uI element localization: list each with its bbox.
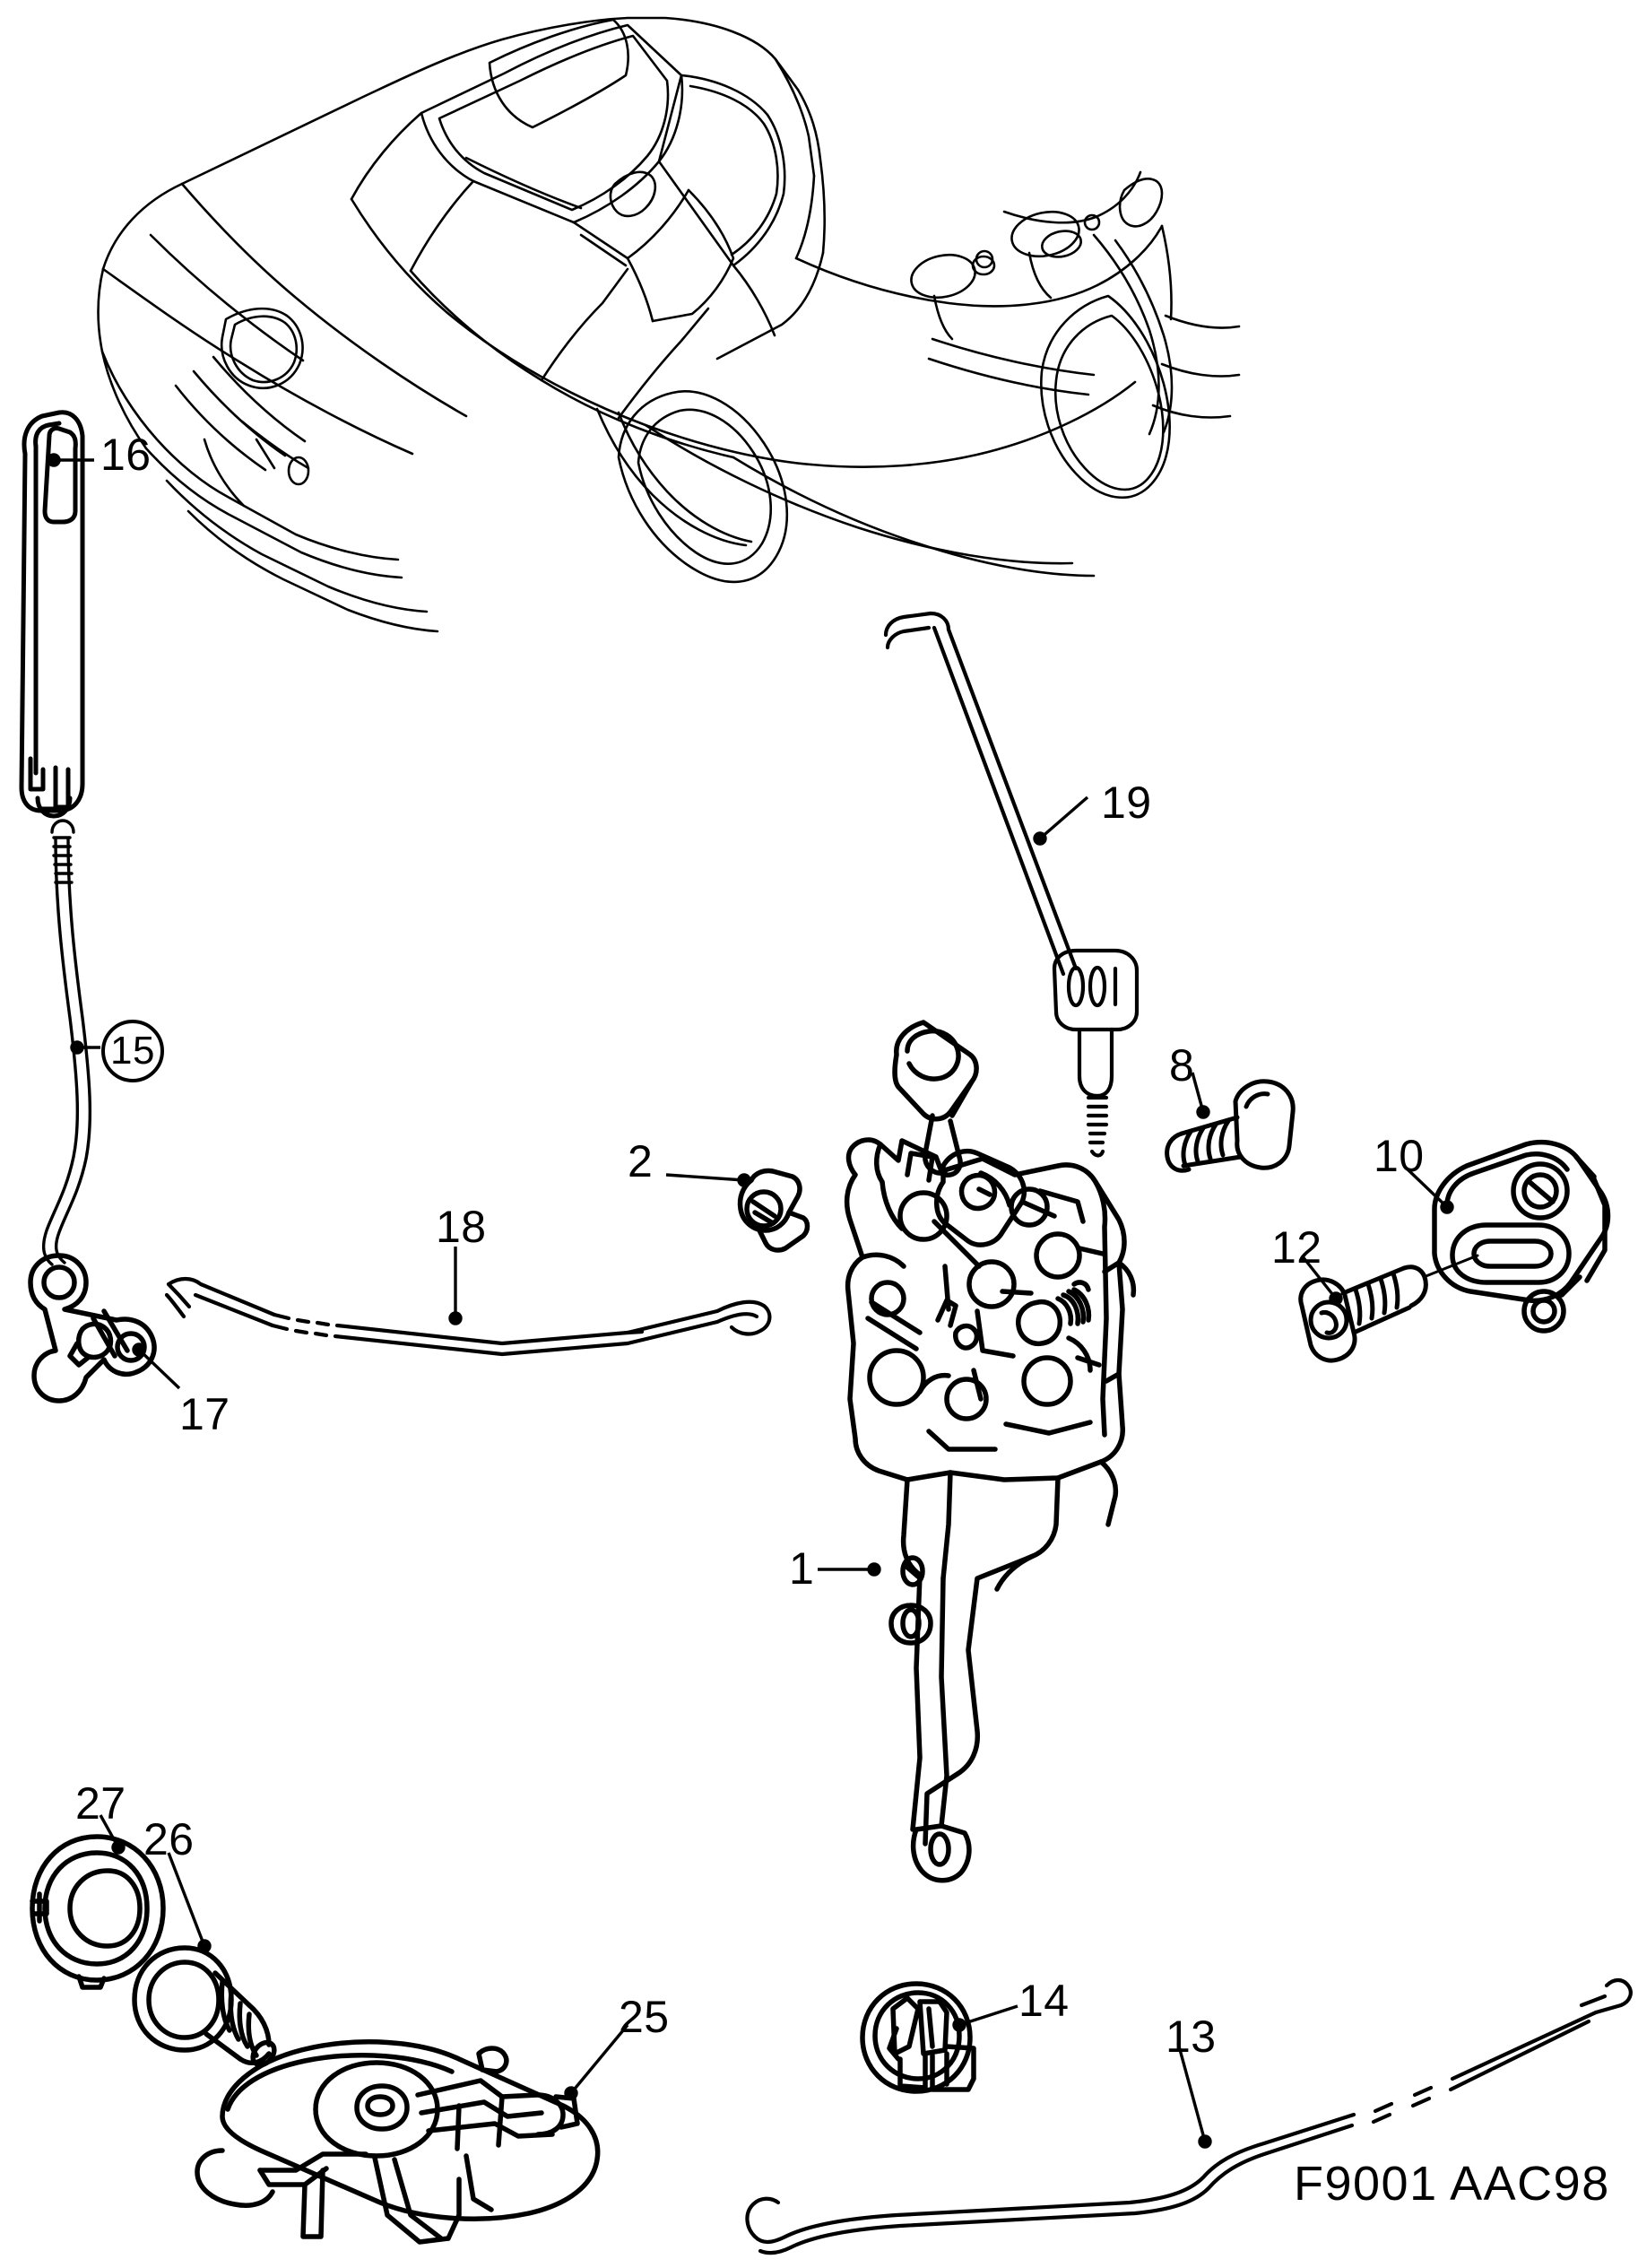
leader-line-17 xyxy=(132,1343,181,1390)
callout-14[interactable]: 14 xyxy=(1018,1976,1070,2026)
part-27-bezel-ring xyxy=(30,1834,166,1990)
leader-line-8 xyxy=(1191,1072,1210,1119)
part-18-handle-rod xyxy=(164,1276,772,1357)
leader-line-15 xyxy=(70,1040,100,1055)
callout-15[interactable]: 15 xyxy=(101,1020,164,1082)
part-17-bellcrank-lever xyxy=(28,1253,157,1403)
callout-1[interactable]: 1 xyxy=(789,1543,815,1594)
callout-19[interactable]: 19 xyxy=(1101,778,1152,828)
part-19-upper-lock-rod xyxy=(883,611,1140,1158)
leader-line-27 xyxy=(99,1814,126,1855)
leader-line-26 xyxy=(167,1852,212,1953)
part-14-rod-bushing-clip xyxy=(860,1981,976,2094)
part-2-retaining-clip xyxy=(737,1168,810,1253)
figure-code-label: F9001 AAC98 xyxy=(1294,2157,1610,2211)
part-25-lock-cylinder-housing xyxy=(195,2039,601,2245)
callout-17[interactable]: 17 xyxy=(179,1389,230,1439)
leader-line-12 xyxy=(1300,1254,1343,1306)
callout-18[interactable]: 18 xyxy=(436,1202,487,1252)
leader-line-16 xyxy=(47,453,94,467)
callout-26[interactable]: 26 xyxy=(143,1814,195,1864)
callout-13[interactable]: 13 xyxy=(1166,2012,1217,2062)
leader-line-1 xyxy=(818,1562,881,1577)
part-1-door-lock-assembly xyxy=(844,1020,1137,1883)
callout-27[interactable]: 27 xyxy=(75,1778,126,1829)
part-13-lock-cylinder-rod xyxy=(745,1977,1633,2255)
callout-10[interactable]: 10 xyxy=(1374,1131,1425,1181)
part-15-lock-rod xyxy=(41,819,92,1266)
leader-line-14 xyxy=(952,2004,1018,2032)
leader-line-19 xyxy=(1033,795,1089,846)
leader-line-25 xyxy=(564,2023,629,2100)
callout-25[interactable]: 25 xyxy=(619,1992,670,2042)
leader-line-18 xyxy=(448,1247,463,1325)
leader-line-2 xyxy=(665,1173,751,1187)
part-26-shoulder-screw xyxy=(132,1945,277,2068)
part-12-torx-screw xyxy=(1298,1254,1479,1363)
callout-16[interactable]: 16 xyxy=(100,430,152,480)
leader-line-13 xyxy=(1176,2042,1212,2149)
callout-2[interactable]: 2 xyxy=(628,1136,654,1186)
part-16-lock-knob-sleeve xyxy=(19,410,85,819)
leader-line-10 xyxy=(1404,1166,1454,1214)
part-10-door-striker-plate xyxy=(1432,1140,1611,1334)
callout-12[interactable]: 12 xyxy=(1271,1222,1322,1273)
callout-8[interactable]: 8 xyxy=(1169,1040,1195,1091)
part-8-pan-head-screw xyxy=(1165,1079,1296,1173)
vehicle-illustration xyxy=(97,16,1241,633)
